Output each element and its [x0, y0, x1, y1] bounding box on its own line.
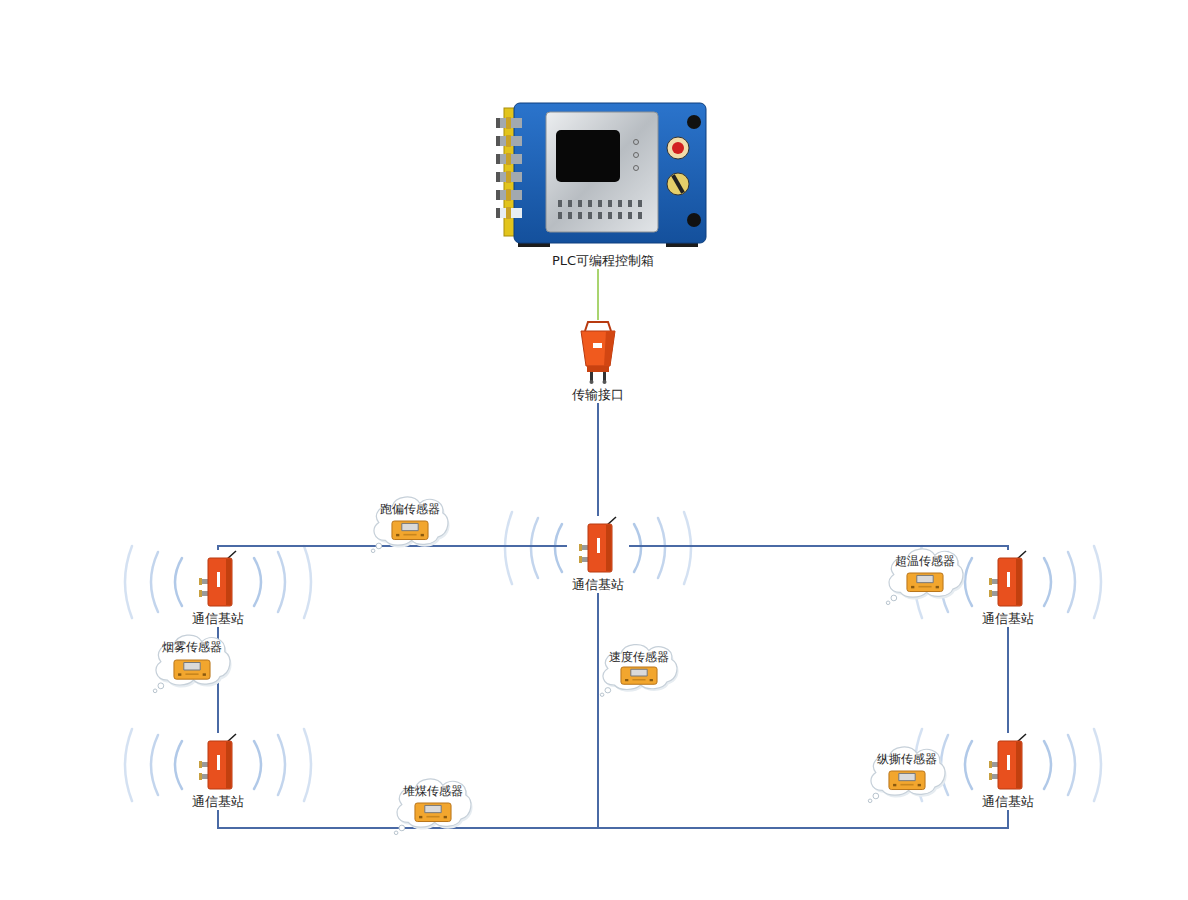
- connector-line: [597, 269, 599, 320]
- station-label: 通信基站: [982, 794, 1034, 810]
- sensor-label: 堆煤传感器: [403, 774, 463, 798]
- connector-line: [597, 403, 599, 516]
- base-station: 通信基站: [977, 733, 1039, 810]
- base-station: 通信基站: [977, 550, 1039, 627]
- base-station: 通信基站: [187, 733, 249, 810]
- sensor-cloud-shape: [598, 640, 680, 694]
- sensor-label: 跑偏传感器: [380, 492, 440, 516]
- wave-arcs: [125, 512, 1101, 801]
- base-station-illustration: [198, 550, 238, 608]
- station-label: 通信基站: [982, 611, 1034, 627]
- sensor-label: 速度传感器: [609, 640, 669, 664]
- station-label: 通信基站: [572, 577, 624, 593]
- device-label: 传输接口: [572, 387, 624, 403]
- station-label: 通信基站: [192, 611, 244, 627]
- sensor-node: 跑偏传感器: [369, 492, 451, 550]
- base-station-illustration: [578, 516, 618, 574]
- connector-line: [598, 593, 1008, 828]
- sensor-cloud-shape: [369, 492, 451, 550]
- sensor-label: 烟雾传感器: [162, 630, 222, 654]
- interface-illustration: [568, 320, 628, 384]
- sensor-node: 烟雾传感器: [151, 630, 233, 690]
- base-station: 通信基站: [187, 550, 249, 627]
- station-label: 通信基站: [192, 794, 244, 810]
- left-top-station-waves: [125, 546, 311, 618]
- sensor-cloud-shape: [151, 630, 233, 690]
- plc-box-illustration: [496, 100, 711, 250]
- sensor-node: 纵撕传感器: [866, 742, 948, 800]
- sensor-node: 堆煤传感器: [392, 774, 474, 832]
- sensor-cloud-shape: [866, 742, 948, 800]
- sensor-node: 超温传感器: [884, 544, 966, 602]
- base-station-illustration: [988, 550, 1028, 608]
- connector-line: [629, 546, 1008, 550]
- connector-line: [218, 546, 567, 550]
- sensor-cloud-shape: [884, 544, 966, 602]
- sensor-label: 超温传感器: [895, 544, 955, 568]
- device-label: PLC可编程控制箱: [552, 253, 654, 269]
- base-station-illustration: [988, 733, 1028, 791]
- base-station-illustration: [198, 733, 238, 791]
- transmission-interface: 传输接口: [567, 320, 629, 403]
- sensor-label: 纵撕传感器: [877, 742, 937, 766]
- sensor-node: 速度传感器: [598, 640, 680, 694]
- plc-control-box: PLC可编程控制箱: [488, 100, 718, 269]
- connector-line: [218, 593, 598, 828]
- base-station: 通信基站: [567, 516, 629, 593]
- center-station-waves: [505, 512, 691, 584]
- connector-line: [1007, 627, 1009, 733]
- sensor-cloud-shape: [392, 774, 474, 832]
- left-bottom-station-waves: [125, 729, 311, 801]
